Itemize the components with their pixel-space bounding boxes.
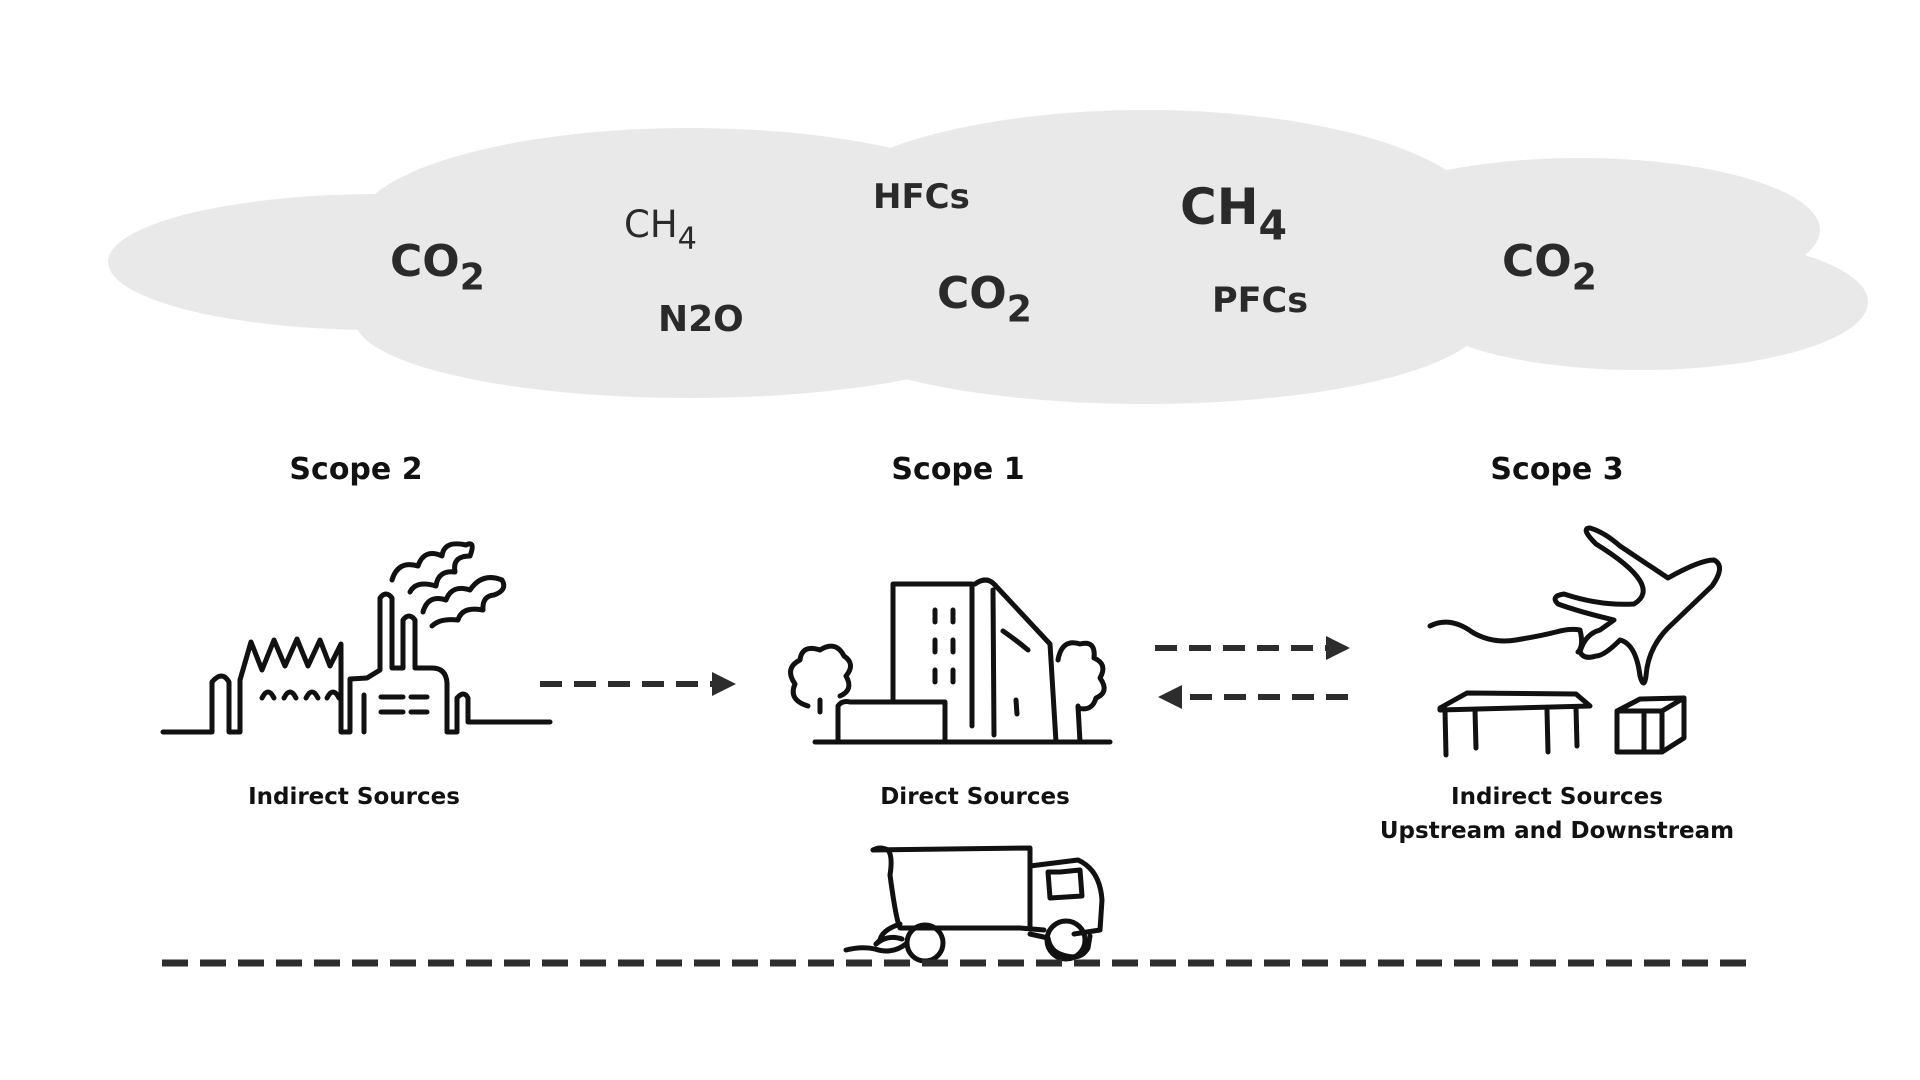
truck-icon — [843, 845, 1105, 964]
scope2-title: Scope 2 — [289, 452, 423, 487]
arrow-scope2-to-scope1 — [540, 672, 736, 696]
airplane-icon — [1427, 525, 1722, 686]
gas-pfcs: PFCs — [1212, 281, 1309, 321]
gas-co2-center: CO2 — [937, 268, 1032, 331]
gas-co2-left: CO2 — [390, 236, 485, 299]
scope3-caption-line2: Upstream and Downstream — [1379, 818, 1735, 844]
scope3-caption: Indirect Sources Upstream and Downstream — [1380, 780, 1734, 848]
gas-n2o: N2O — [658, 299, 744, 340]
office-building-icon — [788, 577, 1113, 745]
arrow-scope1-to-scope3 — [1155, 636, 1350, 660]
scope3-caption-line1: Indirect Sources — [1451, 784, 1663, 810]
gas-ch4-small: CH4 — [624, 203, 697, 257]
gas-ch4-large: CH4 — [1180, 178, 1288, 250]
scope1-caption: Direct Sources — [880, 784, 1070, 810]
gas-hfcs: HFCs — [873, 177, 970, 217]
scope2-caption: Indirect Sources — [248, 784, 460, 810]
arrow-scope3-to-scope1 — [1158, 685, 1348, 709]
scope3-title: Scope 3 — [1490, 452, 1624, 487]
scope1-title: Scope 1 — [891, 452, 1025, 487]
table-icon — [1437, 690, 1593, 758]
factory-icon — [160, 541, 553, 735]
gas-co2-right: CO2 — [1502, 236, 1597, 299]
box-icon — [1614, 695, 1687, 755]
